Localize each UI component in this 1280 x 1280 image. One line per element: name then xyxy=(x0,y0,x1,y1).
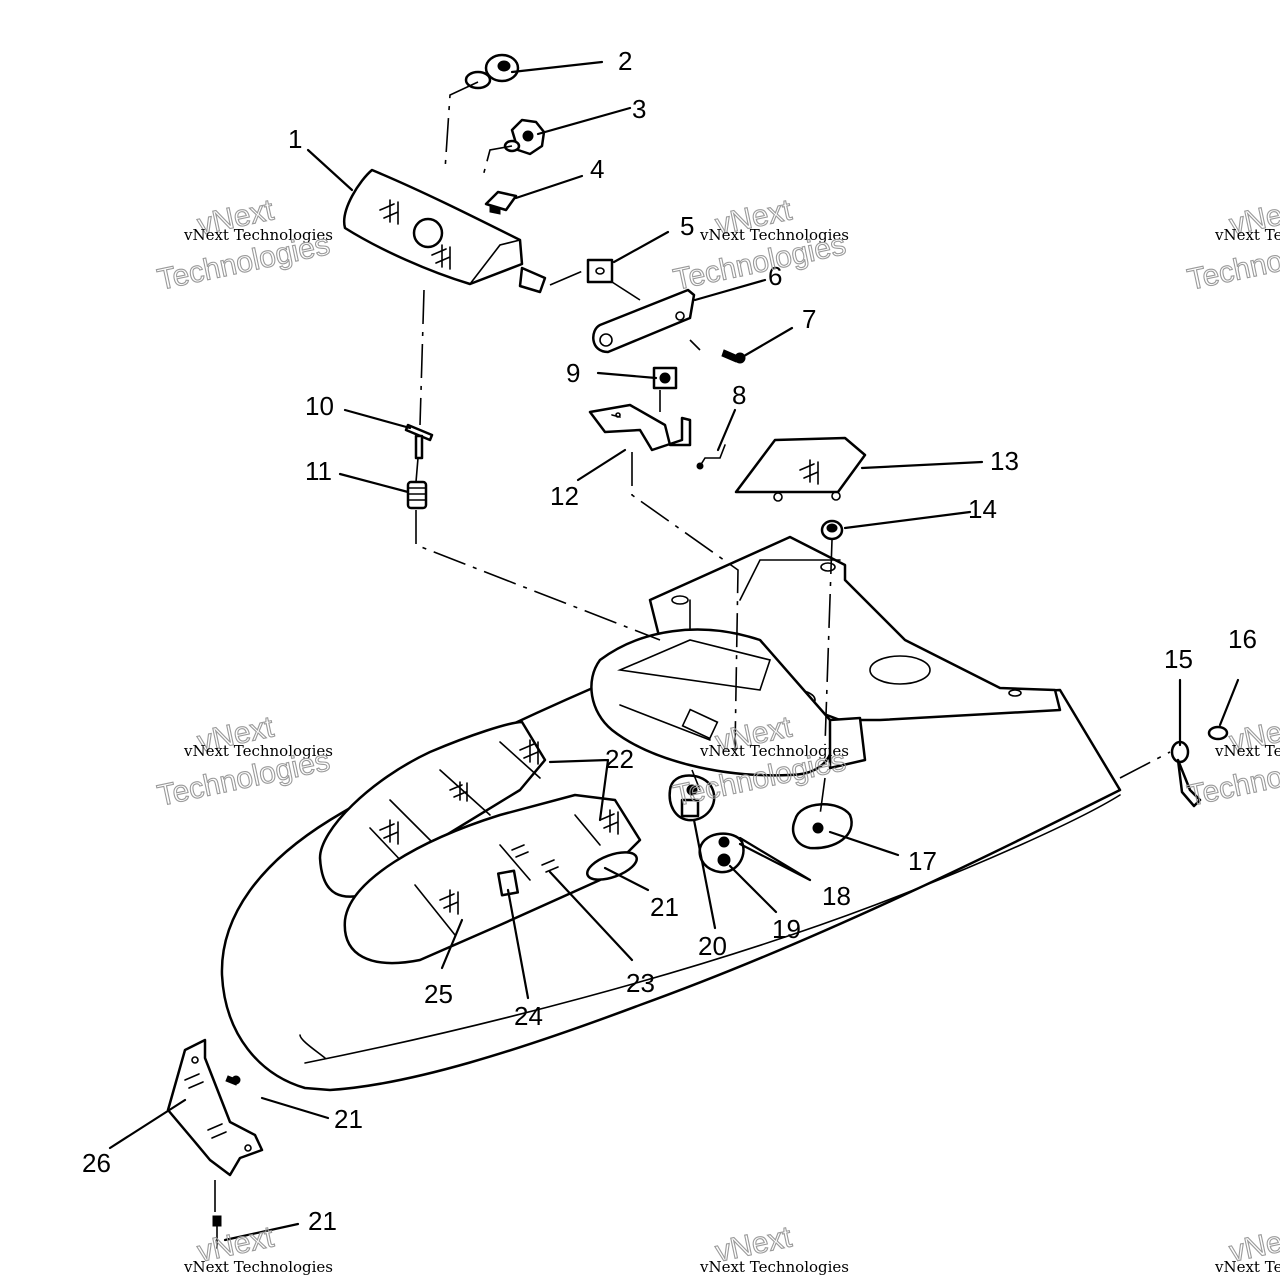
hood-body xyxy=(220,535,1122,1092)
watermark-company: vNext Technologies xyxy=(183,226,333,244)
part-21-screw-lower xyxy=(212,1075,241,1249)
callout-19: 19 xyxy=(772,914,801,944)
part-7-screw xyxy=(721,349,746,364)
watermark-top-left: vNext vNext Technologies Technologies xyxy=(154,193,333,297)
callout-24: 24 xyxy=(514,1001,543,1031)
callout-20: 20 xyxy=(698,931,727,961)
watermark-middle-left: vNext vNext Technologies Technologies xyxy=(154,710,333,813)
part-13-cover xyxy=(734,436,867,502)
watermark-company: vNext Technologies xyxy=(183,742,333,760)
part-4-clip xyxy=(484,190,518,215)
watermark-bottom-right: vNext vNext Technologies xyxy=(1214,1220,1280,1276)
callout-3: 3 xyxy=(632,94,646,124)
part-3-socket xyxy=(503,118,546,156)
watermark-company: vNext Technologies xyxy=(183,1258,333,1276)
watermark-company: vNext Technologies xyxy=(699,226,849,244)
callout-11: 11 xyxy=(305,456,332,486)
part-5-pad xyxy=(586,258,614,284)
part-6-bracket xyxy=(592,288,696,354)
callout-17: 17 xyxy=(908,846,937,876)
callout-18: 18 xyxy=(822,881,851,911)
watermark-company: vNext Technologies xyxy=(1214,226,1280,244)
watermark-company: vNext Technologies xyxy=(1214,742,1280,760)
callout-8: 8 xyxy=(732,380,746,410)
callout-7: 7 xyxy=(802,304,816,334)
part-12-mount-bracket xyxy=(588,403,692,452)
watermark-bottom-center: vNext vNext Technologies xyxy=(699,1220,849,1276)
assembly-lines xyxy=(214,81,1171,1212)
part-17-fastener xyxy=(791,803,853,850)
part-10-adjuster xyxy=(404,423,434,460)
callout-21-c: 21 xyxy=(308,1206,337,1236)
callout-14: 14 xyxy=(968,494,997,524)
watermark-top-right: vNext vNext Technologies Technologies xyxy=(1184,193,1280,297)
callout-1: 1 xyxy=(288,124,302,154)
part-19-washer xyxy=(698,832,745,874)
part-14-grommet xyxy=(820,519,844,541)
callout-15: 15 xyxy=(1164,644,1193,674)
part-8-wire-clip xyxy=(696,444,726,470)
watermark-company: vNext Technologies xyxy=(699,742,849,760)
callout-12: 12 xyxy=(550,481,579,511)
watermark-company: vNext Technologies xyxy=(1214,1258,1280,1276)
callout-25: 25 xyxy=(424,979,453,1009)
part-20-nut-assembly xyxy=(668,774,716,822)
watermark-middle-right: vNext vNext Technologies Technologies xyxy=(1184,710,1280,813)
callout-9: 9 xyxy=(566,358,580,388)
callout-26: 26 xyxy=(82,1148,111,1178)
leader-lines xyxy=(108,60,1240,1242)
part-26-lower-bracket xyxy=(166,1038,264,1177)
callout-4: 4 xyxy=(590,154,604,184)
callout-10: 10 xyxy=(305,391,334,421)
part-1-headlight xyxy=(342,168,547,294)
callout-21-b: 21 xyxy=(334,1104,363,1134)
callout-13: 13 xyxy=(990,446,1019,476)
callout-6: 6 xyxy=(768,261,782,291)
callout-23: 23 xyxy=(626,968,655,998)
callout-21-a: 21 xyxy=(650,892,679,922)
callout-16: 16 xyxy=(1228,624,1257,654)
callout-22: 22 xyxy=(605,744,634,774)
callout-5: 5 xyxy=(680,211,694,241)
callout-2: 2 xyxy=(618,46,632,76)
watermark-company: vNext Technologies xyxy=(699,1258,849,1276)
part-16-knob xyxy=(1207,725,1229,741)
part-2-bulb xyxy=(464,53,520,90)
part-9-nut xyxy=(652,366,678,390)
part-11-spring xyxy=(406,480,428,510)
callout-labels: 1 2 3 4 5 6 7 8 9 10 11 12 13 14 15 16 1… xyxy=(82,46,1257,1236)
